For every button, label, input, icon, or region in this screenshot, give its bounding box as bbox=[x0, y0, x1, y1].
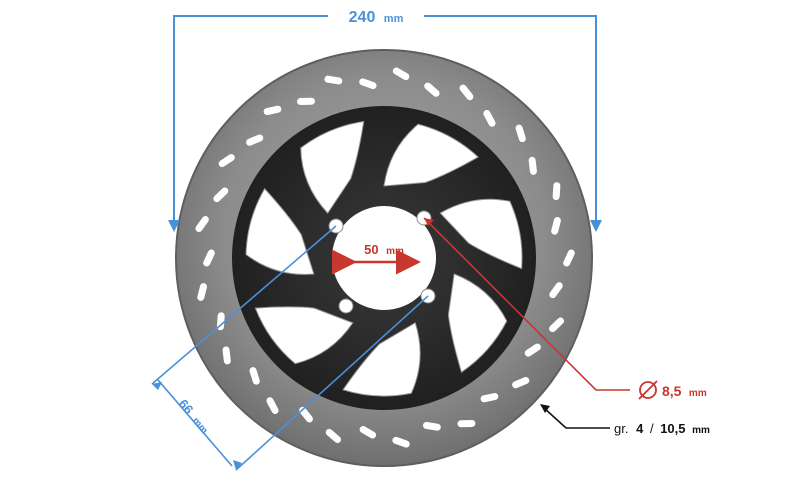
cooling-slot bbox=[246, 134, 264, 146]
svg-text:8,5 mm: 8,5 mm bbox=[662, 383, 707, 400]
svg-text:240 mm: 240 mm bbox=[349, 9, 404, 26]
center-bore-dimension: 50 mm bbox=[332, 241, 421, 275]
carrier-window bbox=[447, 273, 508, 373]
cooling-slot bbox=[422, 421, 441, 431]
hole-spacing-value: 66 bbox=[176, 396, 197, 417]
outer-diameter-dimension: 240 mm bbox=[168, 4, 602, 232]
hole-diameter-unit: mm bbox=[689, 388, 707, 399]
cooling-slot bbox=[424, 82, 440, 97]
cooling-slot bbox=[325, 428, 342, 444]
cooling-slot bbox=[197, 283, 208, 301]
bore-value: 50 bbox=[364, 242, 378, 257]
cooling-slot bbox=[563, 249, 575, 267]
carrier-window bbox=[342, 322, 421, 397]
cooling-slot bbox=[296, 97, 315, 105]
cooling-slot bbox=[195, 216, 209, 232]
cooling-slot bbox=[263, 105, 282, 116]
thickness-value-b: 10,5 bbox=[660, 421, 685, 436]
carrier-window bbox=[254, 306, 354, 365]
thickness-prefix: gr. bbox=[614, 421, 628, 436]
cooling-slot bbox=[213, 187, 229, 203]
outer-diameter-unit: mm bbox=[384, 13, 404, 25]
cooling-slots bbox=[195, 67, 575, 448]
carrier-window bbox=[383, 123, 479, 187]
carrier-windows bbox=[245, 120, 523, 397]
cooling-slot bbox=[359, 78, 377, 90]
svg-text:gr. 4 / 10,5: gr. 4 / 10,5 mm bbox=[614, 421, 710, 436]
cooling-slot bbox=[266, 397, 279, 414]
cooling-slot bbox=[218, 154, 235, 168]
cooling-slot bbox=[524, 343, 541, 357]
cooling-slot bbox=[528, 156, 537, 175]
hole-diameter-callout: 8,5 mm bbox=[423, 217, 707, 400]
carrier-window bbox=[245, 187, 315, 275]
svg-text:50 mm: 50 mm bbox=[364, 241, 404, 258]
cooling-slot bbox=[551, 217, 561, 235]
bore-unit: mm bbox=[386, 246, 404, 257]
cooling-slot bbox=[222, 346, 231, 365]
outer-diameter-value: 240 bbox=[349, 9, 376, 26]
cooling-slot bbox=[512, 377, 530, 389]
thickness-separator: / bbox=[650, 421, 654, 436]
svg-text:66 mm: 66 mm bbox=[175, 396, 214, 437]
thickness-unit: mm bbox=[692, 425, 710, 436]
cooling-slot bbox=[459, 84, 474, 101]
carrier-window bbox=[439, 198, 523, 270]
mounting-hole bbox=[338, 298, 354, 314]
cooling-slot bbox=[549, 317, 564, 333]
cooling-slot bbox=[552, 182, 561, 201]
thickness-value-a: 4 bbox=[636, 421, 644, 436]
cooling-slot bbox=[359, 425, 377, 439]
thickness-callout: gr. 4 / 10,5 mm bbox=[540, 404, 710, 436]
cooling-slot bbox=[249, 367, 260, 385]
hole-spacing-unit: mm bbox=[190, 416, 210, 437]
cooling-slot bbox=[457, 419, 476, 428]
cooling-slot bbox=[483, 109, 496, 127]
cooling-slot bbox=[392, 436, 410, 448]
cooling-slot bbox=[549, 282, 563, 299]
cooling-slot bbox=[515, 124, 526, 143]
cooling-slot bbox=[203, 249, 215, 267]
cooling-slot bbox=[324, 75, 343, 85]
hole-diameter-value: 8,5 bbox=[662, 383, 682, 399]
carrier-window bbox=[300, 120, 365, 214]
diameter-symbol-icon bbox=[638, 380, 658, 400]
brake-disc bbox=[175, 49, 593, 467]
cooling-slot bbox=[392, 67, 410, 81]
cooling-slot bbox=[480, 393, 499, 403]
